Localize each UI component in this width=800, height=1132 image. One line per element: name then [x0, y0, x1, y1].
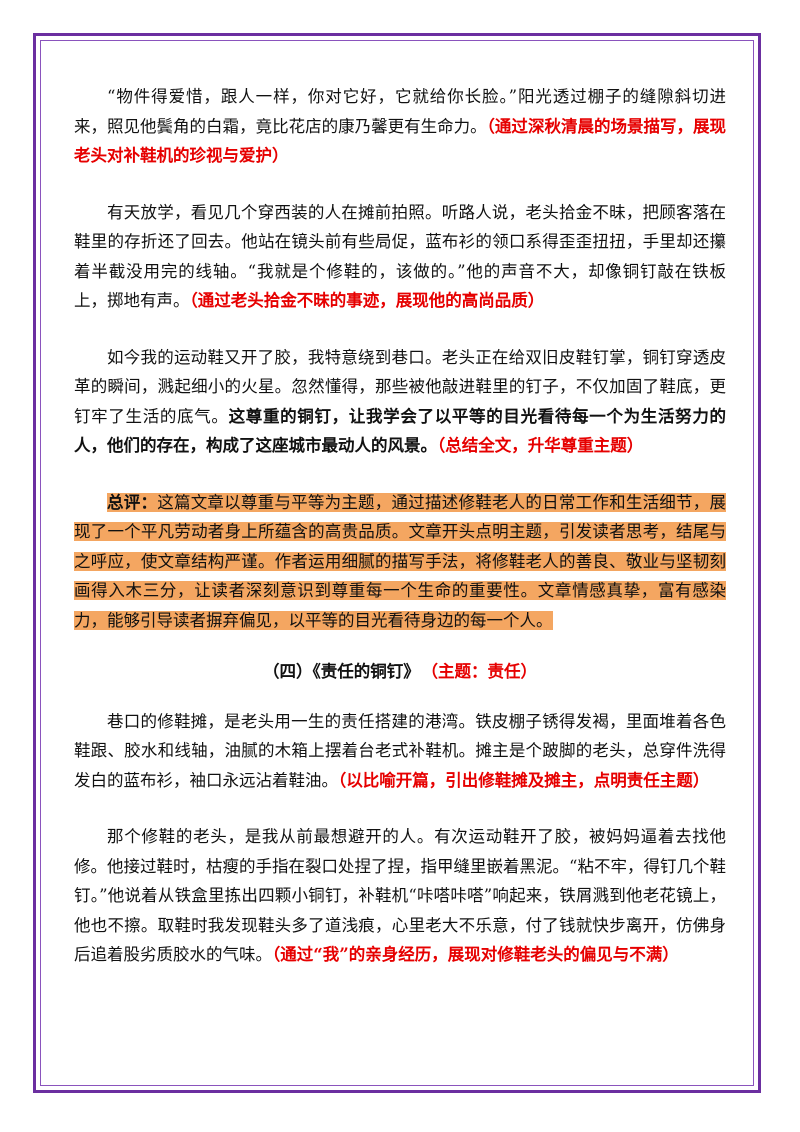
summary-text: 这篇文章以尊重与平等为主题，通过描述修鞋老人的日常工作和生活细节，展现了一个平凡… [74, 492, 727, 630]
bold-sentence: 这尊重的铜钉，让我学会了以平等的目光看待每一个为生活努力的人，他们的存在，构成了… [74, 406, 727, 456]
annotation: （通过老头拾金不昧的事迹，展现他的高尚品质） [189, 291, 545, 310]
annotation: （以比喻开篇，引出修鞋摊及摊主，点明责任主题） [338, 770, 710, 790]
section-theme: （主题：责任） [429, 662, 537, 681]
paragraph: 那个修鞋的老头，是我从前最想避开的人。有次运动鞋开了胶，被妈妈逼着去找他修。他接… [74, 827, 726, 964]
summary-paragraph: 总评：这篇文章以尊重与平等为主题，通过描述修鞋老人的日常工作和生活细节，展现了一… [74, 488, 727, 636]
annotation: （通过深秋清晨的场景描写，展现老头对补鞋机的珍视与爱护） [74, 116, 727, 166]
annotation: （通过“我”的亲身经历，展现对修鞋老头的偏见与不满） [272, 945, 679, 964]
paragraph: “物件得爱惜，跟人一样，你对它好，它就给你长脸。”阳光透过棚子的缝隙斜切进来，照… [74, 87, 727, 166]
section-heading: （四）《责任的铜钉》 （主题：责任） [74, 657, 726, 687]
annotation: （总结全文，升华尊重主题） [437, 436, 644, 455]
summary-label: 总评： [107, 492, 158, 512]
paragraph: 巷口的修鞋摊，是老头用一生的责任搭建的港湾。铁皮棚子锈得发褐，里面堆着各色鞋跟、… [74, 711, 726, 790]
page-border-inner [40, 40, 754, 1086]
paragraph: 如今我的运动鞋又开了胶，我特意绕到巷口。老头正在给双旧皮鞋钉掌，铜钉穿透皮革的瞬… [74, 347, 727, 456]
document-body: “物件得爱惜，跟人一样，你对它好，它就给你长脸。”阳光透过棚子的缝隙斜切进来，照… [74, 82, 727, 970]
paragraph: 有天放学，看见几个穿西装的人在摊前拍照。听路人说，老头拾金不昧，把顾客落在鞋里的… [74, 202, 726, 311]
page-border-outer [33, 33, 761, 1093]
section-title: （四）《责任的铜钉》 [263, 662, 420, 681]
